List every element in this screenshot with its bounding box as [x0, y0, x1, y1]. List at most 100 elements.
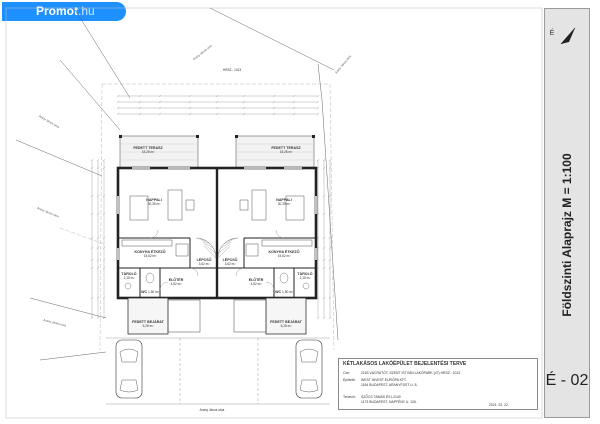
dimension-tick — [316, 94, 320, 98]
dimension-tick — [215, 94, 219, 98]
dimension-tick — [292, 100, 296, 104]
dimension-tick — [90, 212, 94, 216]
dimension-tick — [272, 100, 276, 104]
door-swings — [149, 229, 285, 291]
dimension-tick — [272, 94, 276, 98]
dimension-tick — [138, 100, 142, 104]
entry-left — [127, 297, 169, 335]
stair-step — [201, 240, 211, 244]
dimension-tick — [272, 112, 276, 116]
dimension-tick — [215, 106, 219, 110]
dimension-tick — [322, 296, 326, 300]
stair-step — [227, 238, 235, 241]
furniture — [121, 189, 313, 257]
dimension-tick — [102, 194, 106, 198]
dimension-tick — [102, 236, 106, 240]
title-block: KÉTLAKÁSOS LAKÓÉPÜLET BEJELENTÉSI TERVE … — [338, 358, 538, 410]
north-arrow-icon — [560, 27, 576, 45]
dimension-ticks — [90, 94, 332, 320]
dimension-tick — [328, 316, 332, 320]
dimension-tick — [328, 266, 332, 270]
stair-step — [203, 243, 216, 253]
dimension-tick — [322, 316, 326, 320]
dimension-tick — [96, 194, 100, 198]
dimension-tick — [215, 100, 219, 104]
dimension-tick — [215, 112, 219, 116]
boundary-line — [73, 7, 131, 99]
dimension-tick — [316, 106, 320, 110]
setback-lines — [59, 83, 335, 351]
dimension-tick — [272, 106, 276, 110]
dimension-tick — [102, 266, 106, 270]
boundary-line — [317, 63, 323, 101]
dimension-tick — [102, 212, 106, 216]
dimension-tick — [102, 166, 106, 170]
dimension-tick — [188, 94, 192, 98]
dimension-tick — [188, 112, 192, 116]
dimension-tick — [138, 106, 142, 110]
title-row: Építtető:WEST INVEST EURÓPA KFT. — [343, 378, 407, 382]
project-title: KÉTLAKÁSOS LAKÓÉPÜLET BEJELENTÉSI TERVE — [343, 361, 467, 367]
stair-steps — [198, 238, 236, 259]
stair-step — [202, 241, 214, 249]
setback-line — [99, 83, 103, 351]
dimension-tick — [328, 236, 332, 240]
car-left — [115, 339, 143, 399]
dimension-tick — [96, 296, 100, 300]
dimension-tick — [90, 316, 94, 320]
dimension-tick — [328, 246, 332, 250]
dimension-tick — [292, 112, 296, 116]
parked-cars — [115, 339, 323, 399]
building-walls — [116, 166, 318, 300]
dimension-tick — [322, 194, 326, 198]
stair-step — [218, 243, 231, 253]
dimension-tick — [328, 258, 332, 262]
stair-step — [220, 241, 232, 249]
boundary-line — [209, 7, 335, 71]
dimension-tick — [116, 94, 120, 98]
dimension-tick — [322, 212, 326, 216]
dimension-tick — [90, 194, 94, 198]
title-row: Cím:2163 VÁCRÁTÓT, SZENT ISTVÁN LAKÓPARK… — [343, 371, 461, 375]
dimension-tick — [322, 236, 326, 240]
sheet-title: Földszinti Alaprajz M = 1:100 — [560, 153, 574, 317]
parcel-label: HRSZ.: 1013 — [222, 68, 242, 72]
car-windows — [119, 348, 319, 393]
covered-entrances — [127, 297, 307, 335]
dimension-tick — [102, 158, 106, 162]
dimension-tick — [322, 266, 326, 270]
entry-steps — [167, 299, 267, 333]
dimension-tick — [90, 258, 94, 262]
dimension-tick — [90, 246, 94, 250]
stair-step — [223, 240, 233, 244]
dimension-tick — [158, 106, 162, 110]
dimension-tick — [316, 158, 320, 162]
dimension-tick — [322, 158, 326, 162]
title-row: 1184 BUDAPEST, ARANYFÜST U. 8. — [361, 383, 418, 387]
boundary-line — [59, 59, 121, 131]
dimension-tick — [242, 106, 246, 110]
dimension-tick — [316, 100, 320, 104]
boundary-line — [15, 139, 103, 177]
dimension-tick — [292, 94, 296, 98]
street-label: Arany János utca — [199, 408, 225, 412]
north-letter: É — [549, 30, 555, 37]
dimension-tick — [96, 246, 100, 250]
dimension-tick — [90, 166, 94, 170]
setback-line — [59, 227, 105, 245]
dimension-tick — [242, 94, 246, 98]
title-row: Tervező:SZŐCS TAMÁS É01-2140 — [343, 395, 401, 399]
dimension-tick — [96, 316, 100, 320]
dimension-tick — [96, 266, 100, 270]
dimension-tick — [316, 112, 320, 116]
dimension-tick — [188, 106, 192, 110]
